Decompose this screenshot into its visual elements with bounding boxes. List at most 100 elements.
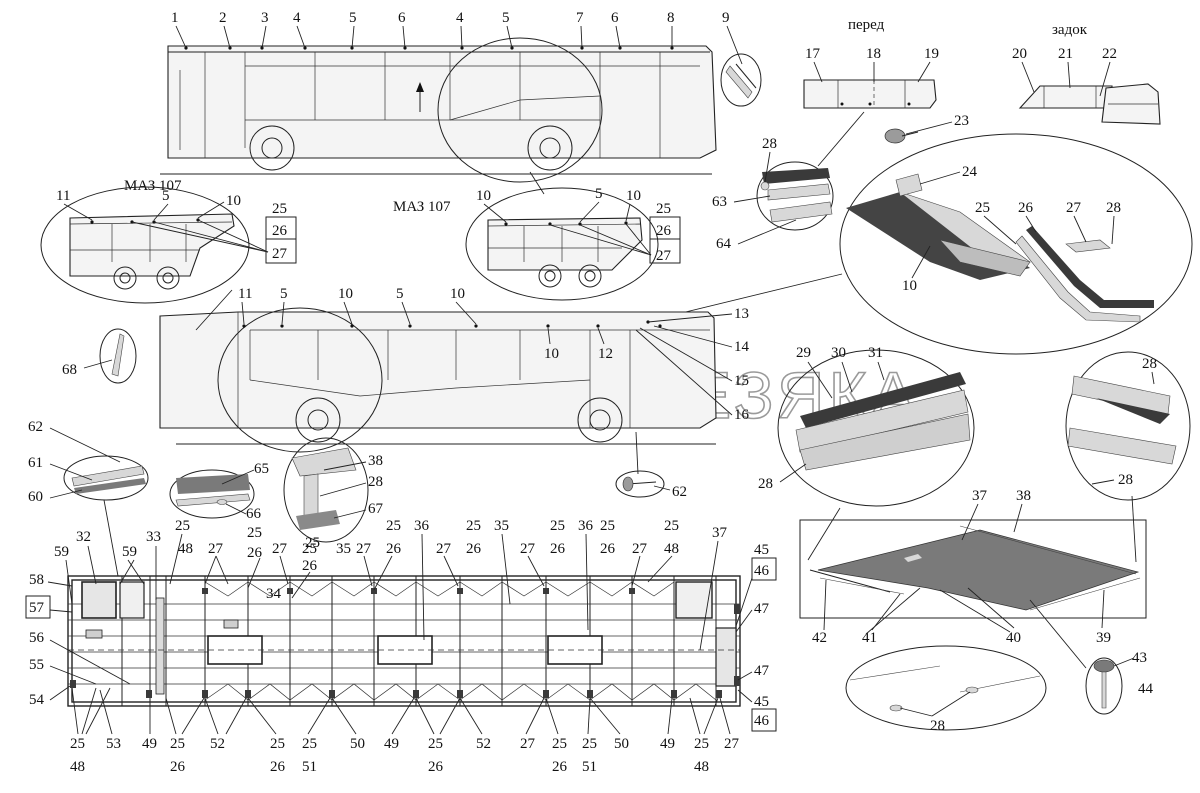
callout: 26 [428,759,444,775]
callout: 25 [302,736,317,752]
callout: 25 [170,736,185,752]
callout: 48 [70,759,85,775]
callout: 67 [368,501,384,517]
callout-boxed: 26 [272,223,288,239]
callout: 13 [734,306,749,322]
callout: 51 [582,759,597,775]
callout: 64 [716,236,732,252]
callout: 31 [868,345,883,361]
callout: 58 [29,572,44,588]
callout: 25 [664,518,679,534]
callout: 18 [866,46,881,62]
detail-rail-oval: 29 30 31 28 [758,345,975,507]
chassis-frame: 32 59 33 59 58 57 25 48 27 25 26 27 25 2… [25,518,777,775]
callout-boxed: 26 [656,223,672,239]
profile-detail: 28 63 64 [712,111,865,252]
callout: 2 [219,10,227,26]
callout: 27 [632,541,648,557]
callout: 27 [520,541,536,557]
callout: 10 [544,346,559,362]
callout: 49 [142,736,157,752]
callout: 10 [476,188,491,204]
callout: 27 [272,541,288,557]
callout: 25 [247,525,262,541]
callout: 12 [598,346,613,362]
top-bus-side-view: 1 2 3 4 5 6 4 5 7 6 8 9 [160,10,762,183]
detail-panel-oval: 24 25 26 27 28 10 [627,133,1193,355]
callout: 7 [576,10,584,26]
callout: 11 [238,286,252,302]
callout: 26 [466,541,482,557]
callout: 1 [171,10,179,26]
callout: 4 [456,10,464,26]
callout: 28 [758,476,773,492]
callout: 26 [302,558,318,574]
callout-boxed: 25 [656,201,671,217]
callout: 25 [550,518,565,534]
callout: 63 [712,194,727,210]
callout: 16 [734,407,750,423]
callout: 17 [805,46,821,62]
callout: 26 [386,541,402,557]
rear-cap-set: задок 20 21 22 [1012,22,1161,125]
callout: 43 [1132,650,1147,666]
callout-boxed: 45 [754,542,769,558]
callout: 59 [122,544,137,560]
callout: 37 [972,488,988,504]
middle-bus-side-view: 11 5 10 5 10 10 12 13 14 15 16 68 62 [62,286,750,500]
callout: 59 [54,544,69,560]
callout: 5 [396,286,404,302]
callout: 27 [208,541,224,557]
callout: 6 [611,10,619,26]
callout: 10 [626,188,641,204]
callout: 25 [70,736,85,752]
callout: 26 [550,541,566,557]
callout: 22 [1102,46,1117,62]
callout: 10 [338,286,353,302]
model-title-b: МАЗ 107 [393,199,451,215]
callout: 65 [254,461,269,477]
callout-boxed: 46 [754,713,770,729]
callout: 26 [600,541,616,557]
callout: 44 [1138,681,1154,697]
trim-detail-a: 62 61 60 [28,419,149,577]
callout: 30 [831,345,846,361]
detail-corner-oval: 28 28 [1065,351,1191,501]
callout: 62 [672,484,687,500]
callout: 28 [368,474,383,490]
callout: 25 [386,518,401,534]
front-cap-set: перед 17 18 19 23 [803,17,969,144]
callout: 26 [1018,200,1034,216]
callout: 47 [754,601,770,617]
callout: 28 [1118,472,1133,488]
callout: 26 [270,759,286,775]
callout-boxed: 27 [272,246,288,262]
callout: 29 [796,345,811,361]
callout: 8 [667,10,675,26]
callout: 49 [660,736,675,752]
callout: 53 [106,736,121,752]
callout: 23 [954,113,969,129]
callout: 50 [350,736,365,752]
rear-title: задок [1052,22,1088,38]
trim-detail-b: 65 66 [169,461,269,522]
callout: 35 [494,518,509,534]
callout: 20 [1012,46,1027,62]
callout: 37 [712,525,728,541]
callout: 50 [614,736,629,752]
detail-roof-left: МАЗ 107 11 5 10 25 26 27 [40,178,297,304]
callout: 25 [175,518,190,534]
callout: 25 [466,518,481,534]
callout: 56 [29,630,45,646]
callout: 5 [280,286,288,302]
callout: 52 [476,736,491,752]
callout: 54 [29,692,45,708]
callout: 24 [962,164,978,180]
callout: 60 [28,489,43,505]
callout: 51 [302,759,317,775]
callout: 26 [247,545,263,561]
callout: 5 [349,10,357,26]
callout: 38 [368,453,383,469]
callout: 27 [436,541,452,557]
